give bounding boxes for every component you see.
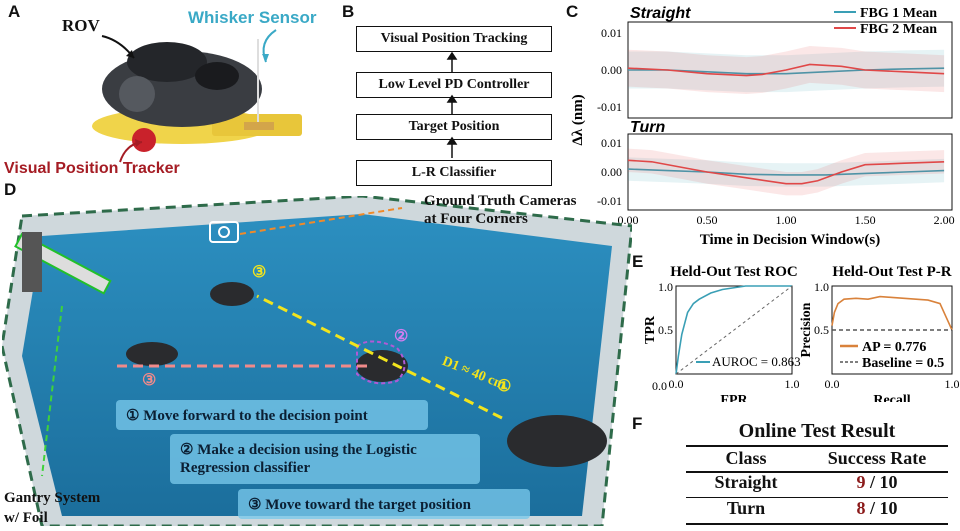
success-total: / 10 xyxy=(865,498,898,518)
success-count: 8 xyxy=(856,498,866,518)
step-2-box: ② Make a decision using the Logistic Reg… xyxy=(170,434,480,484)
row-rate: 8 / 10 xyxy=(806,498,948,519)
x-tick-label: 1.0 xyxy=(785,377,800,391)
x-tick-label: 2.00 xyxy=(934,213,955,227)
panel-label-b: B xyxy=(342,2,355,21)
x-tick-label: 1.50 xyxy=(855,213,876,227)
legend-label: FBG 1 Mean xyxy=(860,6,937,21)
flow-box-visual-tracking: Visual Position Tracking xyxy=(356,26,552,52)
y-tick-label: -0.01 xyxy=(597,194,622,208)
y-tick-label: 0.0 xyxy=(652,379,667,393)
panel-label-d: D xyxy=(4,180,17,199)
table-row: Straight 9 / 10 xyxy=(686,472,948,493)
y-tick-label: 0.01 xyxy=(601,136,622,150)
x-tick-label: 1.00 xyxy=(776,213,797,227)
panel-label-e: E xyxy=(632,252,644,271)
panel-label-c: C xyxy=(566,2,579,21)
rov-photo xyxy=(62,14,312,164)
success-count: 9 xyxy=(856,472,866,492)
legend-label: AP = 0.776 xyxy=(862,340,926,355)
series-line xyxy=(627,63,945,77)
chart-title-roc: Held-Out Test ROC xyxy=(670,264,798,280)
panel-label-f: F xyxy=(632,414,643,433)
col-class-header: Class xyxy=(725,448,767,468)
y-tick-label: 0.5 xyxy=(658,323,673,337)
whisker-sensor-label: Whisker Sensor xyxy=(188,8,317,27)
step-1-box: ① Move forward to the decision point xyxy=(116,400,428,430)
chart-title-pr: Held-Out Test P-R xyxy=(832,264,951,280)
table-mid-rule xyxy=(686,471,948,473)
x-axis-label: FPR xyxy=(720,393,748,402)
gantry-system-label: Gantry System w/ Foil xyxy=(4,490,101,526)
row-class: Turn xyxy=(726,498,766,518)
marker-2: ② xyxy=(394,328,409,345)
legend-label: Baseline = 0.5 xyxy=(862,356,944,371)
y-tick-label: 0.00 xyxy=(601,165,622,179)
y-tick-label: 0.01 xyxy=(601,26,622,40)
flow-box-pd-controller: Low Level PD Controller xyxy=(356,72,552,98)
series-line xyxy=(627,159,945,185)
result-table-title: Online Test Result xyxy=(738,420,896,442)
y-axis-label: Δλ (nm) xyxy=(570,94,586,145)
series-band xyxy=(628,49,945,93)
panel-label-a: A xyxy=(8,2,21,21)
legend-label: FBG 2 Mean xyxy=(860,22,937,37)
chart-title-straight: Straight xyxy=(630,5,691,22)
x-tick-label: 0.50 xyxy=(697,213,718,227)
flow-box-target-position: Target Position xyxy=(356,114,552,140)
rov-label: ROV xyxy=(62,16,100,35)
ground-truth-cameras-label: Ground Truth Cameras at Four Corners xyxy=(424,193,577,227)
whisker-arrow xyxy=(262,29,277,63)
table-row: Turn 8 / 10 xyxy=(686,498,948,519)
table-header-row: Class Success Rate xyxy=(686,448,948,469)
step-3-box: ③ Move toward the target position xyxy=(238,489,530,519)
tracker-arrow xyxy=(119,139,143,163)
y-axis-label: Precision xyxy=(799,302,814,357)
col-rate-header: Success Rate xyxy=(827,448,927,468)
success-total: / 10 xyxy=(865,472,898,492)
y-tick-label: -0.01 xyxy=(597,100,622,114)
y-tick-label: 0.5 xyxy=(814,323,829,337)
chance-diagonal xyxy=(675,285,793,375)
flow-box-lr-classifier: L-R Classifier xyxy=(356,160,552,186)
row-class: Straight xyxy=(714,472,778,492)
rov-illustration xyxy=(92,39,302,152)
table-top-rule xyxy=(686,445,948,447)
series-line xyxy=(627,168,945,176)
y-tick-label: 1.0 xyxy=(658,280,673,294)
flow-arrows xyxy=(446,52,458,158)
x-tick-label: 0.0 xyxy=(669,377,684,391)
row-rate: 9 / 10 xyxy=(806,472,948,493)
x-tick-label: 0.00 xyxy=(618,213,639,227)
table-bottom-rule xyxy=(686,523,948,525)
fbg-chart-panel: 0.01 0.01 0.00 0.00 -0.01 -0.01 0.00 0.50 1.00 1.… xyxy=(570,5,955,248)
y-tick-label: 0.00 xyxy=(601,63,622,77)
marker-3-left: ③ xyxy=(142,372,157,389)
x-axis-label: Time in Decision Window(s) xyxy=(700,232,880,248)
y-tick-label: 1.0 xyxy=(814,280,829,294)
x-axis-label: Recall xyxy=(873,393,910,402)
y-axis-label: TPR xyxy=(643,315,658,344)
visual-tracker-label: Visual Position Tracker xyxy=(4,160,180,177)
chart-title-turn: Turn xyxy=(630,119,665,136)
series-line xyxy=(675,285,792,375)
x-tick-label: 0.0 xyxy=(825,377,840,391)
marker-3-top: ③ xyxy=(252,264,267,281)
rov-arrow xyxy=(101,35,135,59)
legend-label: AUROC = 0.863 xyxy=(712,354,801,369)
table-row-rule xyxy=(686,497,948,498)
series-line xyxy=(831,295,953,331)
marker-1: ① xyxy=(497,378,512,395)
x-tick-label: 1.0 xyxy=(945,377,960,391)
